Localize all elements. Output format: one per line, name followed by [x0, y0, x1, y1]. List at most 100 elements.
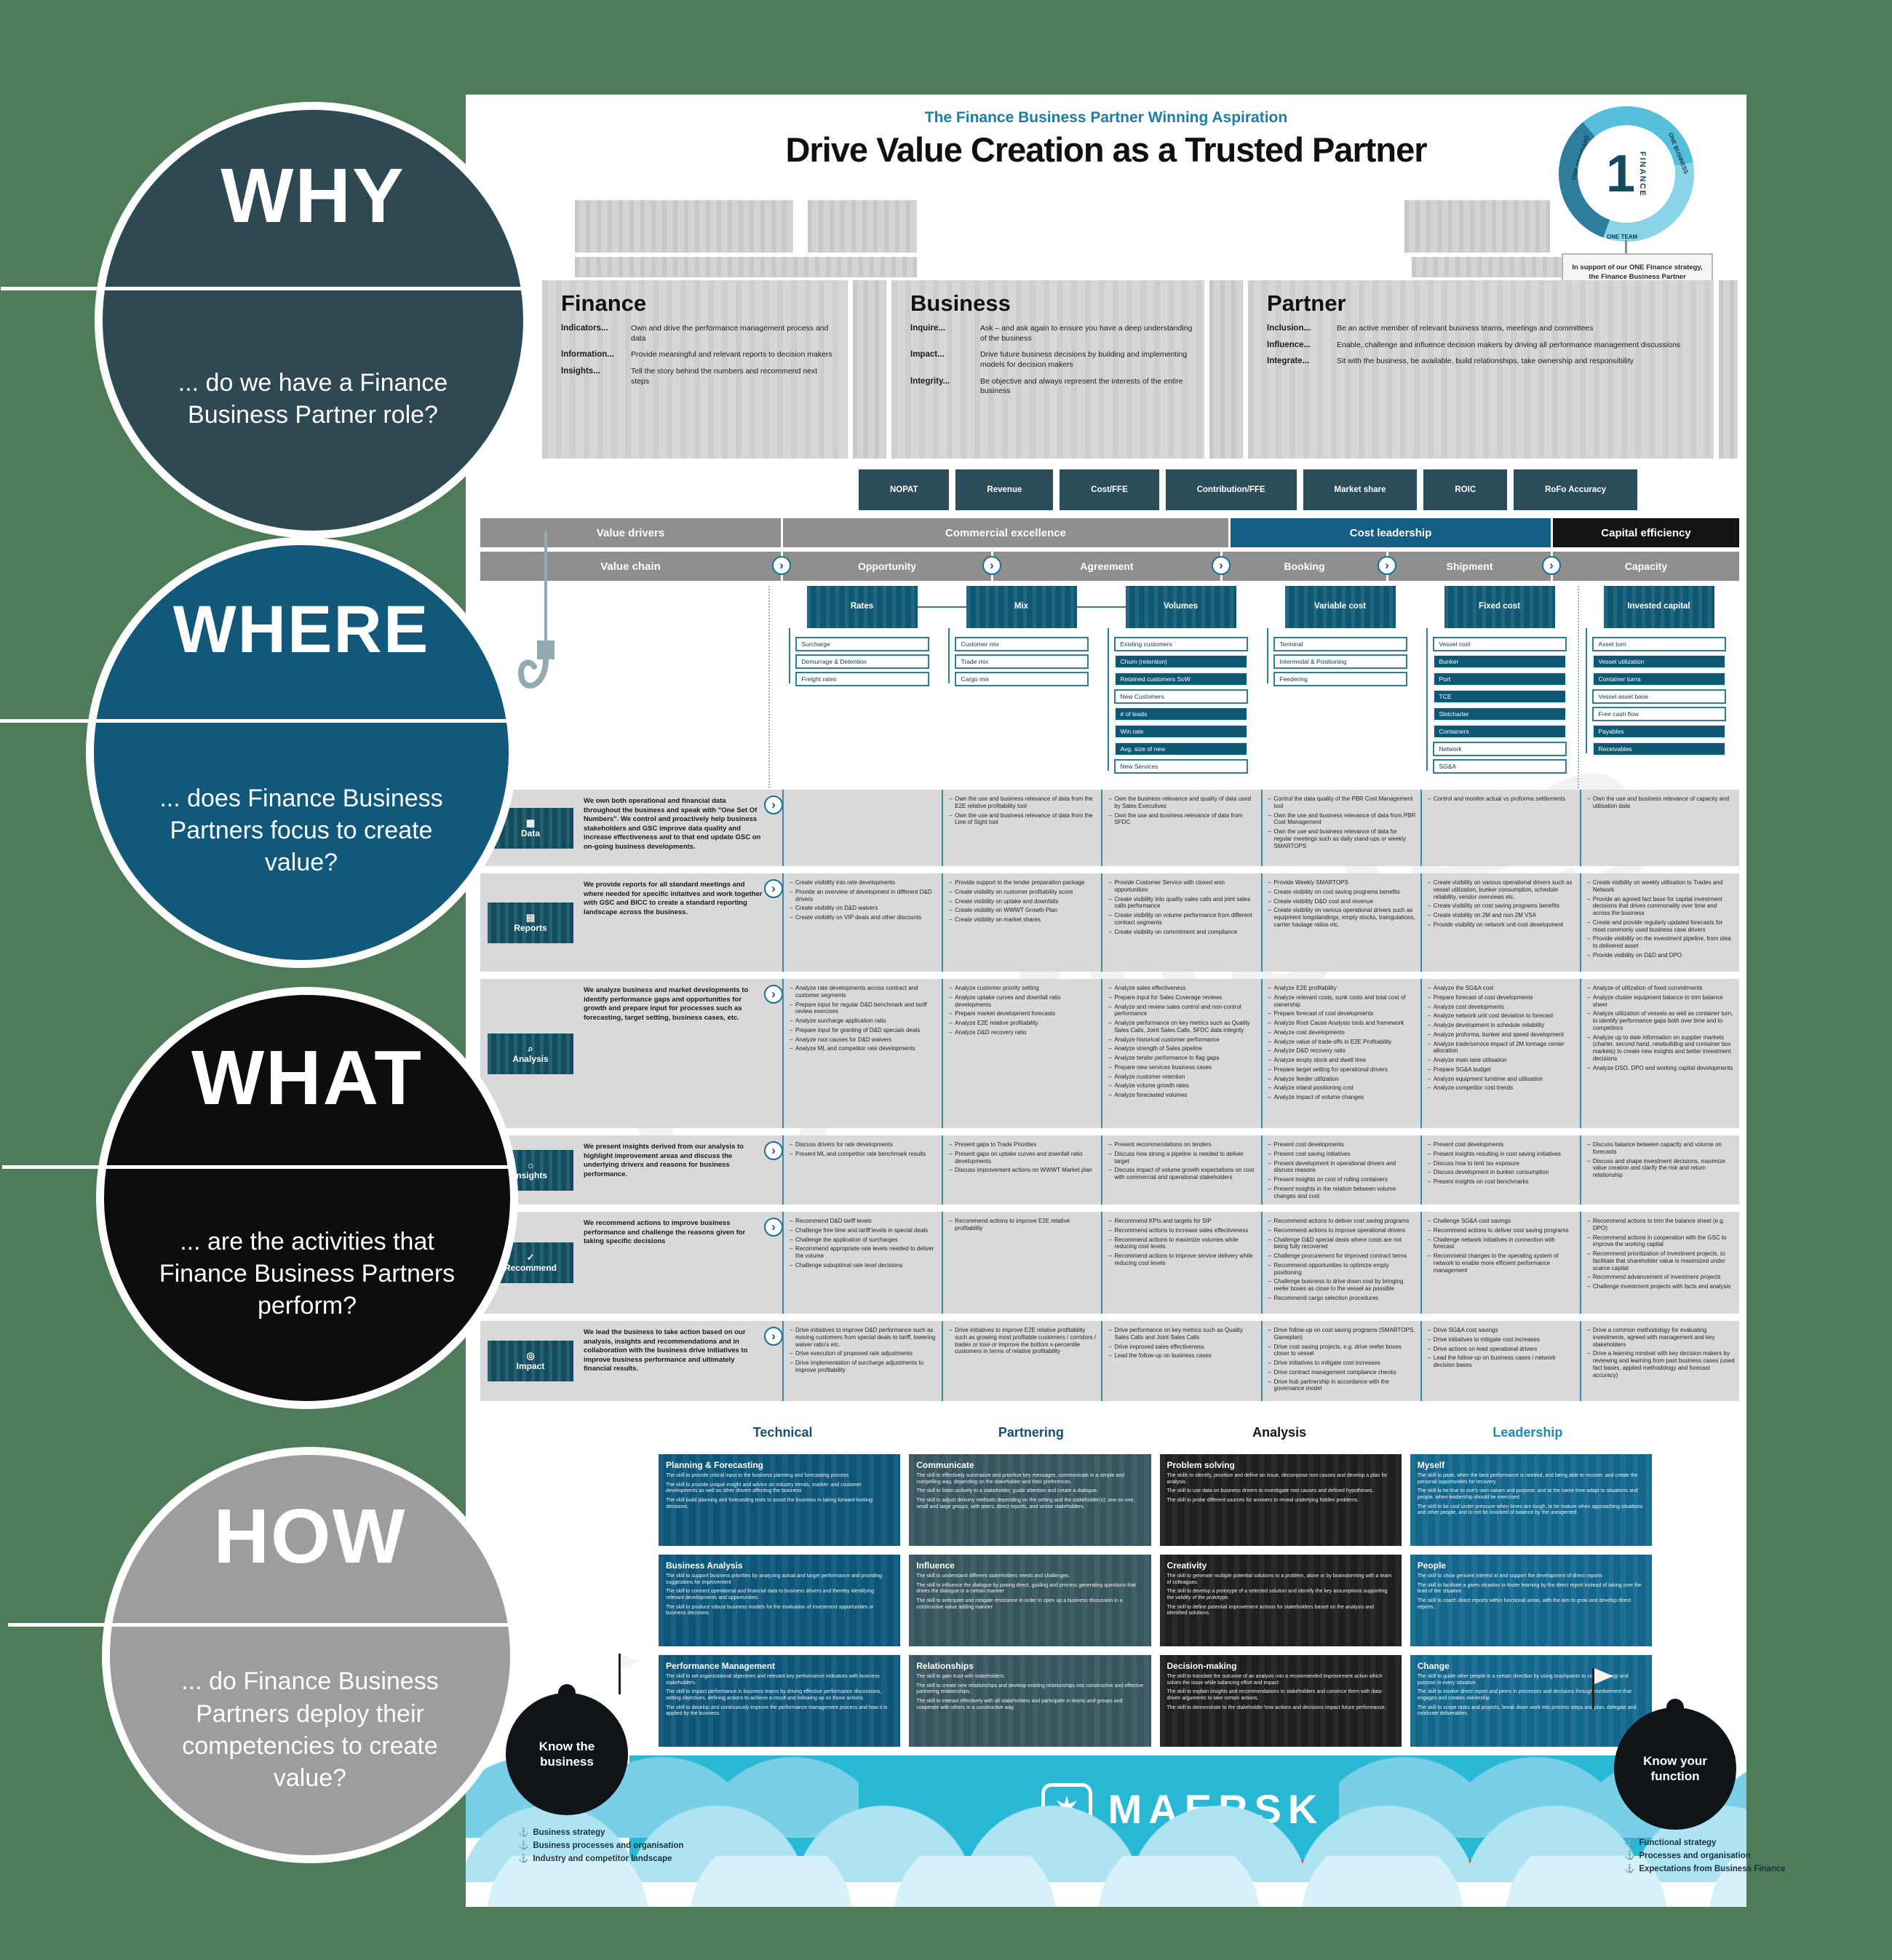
driver-box-label: Network [1439, 745, 1462, 753]
value-chain-stage-name: Capacity [1624, 560, 1668, 572]
competency-card: Influence The skill to understand differ… [909, 1555, 1151, 1646]
chevron-right-icon [764, 1327, 783, 1346]
value-drivers-label: Value drivers [480, 518, 781, 547]
activity-bullet: Analyze main lane utilisation [1428, 1057, 1575, 1064]
driver-column-header: Variable cost [1284, 586, 1396, 628]
flag-icon [1592, 1668, 1613, 1709]
activity-bullet: Create visibility into rate developments [790, 879, 937, 886]
activity-bullet: Analyze D&D recovery ratio [949, 1029, 1097, 1036]
activity-row-label: Data [520, 828, 540, 838]
activity-bullet: Present insights on cost benchmarks [1428, 1178, 1575, 1186]
container-deco [1404, 200, 1550, 253]
aspiration-item-text: Provide meaningful and relevant reports … [631, 350, 832, 360]
activity-bullet: Create visibility on various operational… [1428, 879, 1575, 900]
driver-column-header: Invested capital [1603, 586, 1714, 628]
chevron-right-icon [764, 1218, 783, 1237]
question-divider-line [8, 1623, 510, 1627]
anchor-icon: ⚓ [1624, 1838, 1635, 1847]
activity-bullet: Challenge SG&A cost savings [1428, 1218, 1575, 1225]
activity-bullet: Create visibility on uptake and downfall… [949, 898, 1097, 905]
activity-bullet: Analyze forecasted volumes [1108, 1092, 1256, 1099]
driver-box-label: Bunker [1439, 658, 1459, 665]
activity-bullet: Discuss how strong a pipeline is needed … [1108, 1151, 1256, 1165]
activity-bullet: Analyze and review sales control and non… [1108, 1004, 1256, 1018]
activity-bullet: Analyze DSO, DPO and working capital dev… [1587, 1065, 1735, 1072]
brand-name: MAERSK [1108, 1785, 1324, 1832]
badge-label: FINANCE [1638, 151, 1647, 197]
kpi-tag: RoFo Accuracy [1514, 469, 1637, 510]
driver-boxes: Existing customers Churn (retention) Ret… [1107, 628, 1248, 774]
competency-card-title: Relationships [916, 1661, 974, 1671]
driver-box: Win rate [1113, 724, 1248, 739]
container-deco [575, 257, 917, 277]
buoy-list-item: ⚓ Business strategy [518, 1828, 693, 1838]
activity-cell: Create visibility into rate developments… [782, 873, 942, 972]
competency-card: Performance Management The skill to set … [659, 1655, 901, 1747]
activity-bullet: Challenge network initiatives in connect… [1428, 1237, 1575, 1251]
competency-grid: Planning & Forecasting The skill to prov… [659, 1454, 1652, 1747]
anchor-icon: ⚓ [518, 1828, 529, 1837]
activity-bullet: Analyze the SG&A cost [1428, 985, 1575, 992]
anchor-icon: ⚓ [1624, 1851, 1635, 1860]
know-the-business-list: ⚓ Business strategy ⚓ Business processes… [518, 1828, 693, 1867]
question-divider-line [0, 719, 509, 723]
activity-cell: Challenge SG&A cost savingsRecommend act… [1420, 1212, 1580, 1314]
activity-bullet: Analyze performance on key metrics such … [1108, 1020, 1256, 1034]
competency-card-bullet: The skill to facilitate a given situatio… [1417, 1582, 1642, 1595]
competency-card-bullet: The skill to demonstrate to the stakehol… [1166, 1705, 1386, 1710]
activity-bullet: Drive initiatives to improve E2E relativ… [949, 1327, 1097, 1355]
competency-card: Problem solving The skills to identify, … [1159, 1454, 1402, 1546]
competency-card-bullet: The skill to be cool under pressure when… [1417, 1504, 1643, 1516]
activity-bullet: Lead the follow-up on business cases / n… [1428, 1354, 1575, 1369]
competency-card-bullet: The skill to define potential improvemen… [1166, 1604, 1374, 1616]
competency-group-header: Analysis [1252, 1425, 1307, 1440]
activity-bullet: Challenge procurement for improved contr… [1268, 1253, 1416, 1260]
buoy-list-item: ⚓ Business processes and organisation [518, 1841, 693, 1852]
activity-cell: Recommend actions to improve E2E relativ… [942, 1212, 1101, 1314]
poster-sheet: The Finance Business Partner Winning Asp… [466, 95, 1786, 1907]
activity-row-label: Analysis [512, 1053, 549, 1064]
driver-box: Bunker [1432, 654, 1567, 669]
value-driver-group-name: Cost leadership [1349, 526, 1432, 539]
activity-bullet: Create visibility on volume performance … [1108, 912, 1256, 927]
activity-row-label: Insights [513, 1170, 547, 1181]
activity-bullet: Analyze development in schedule reliabil… [1428, 1022, 1575, 1029]
aspiration-item-label: Information... [561, 350, 614, 360]
competency-card: Planning & Forecasting The skill to prov… [659, 1454, 901, 1546]
driver-box-label: New Services [1120, 763, 1158, 770]
activity-bullet: Analyze uptake curves and downfall ratio… [949, 994, 1097, 1009]
activity-cell: Drive follow-up on cost saving programs … [1260, 1321, 1420, 1401]
activity-bullet: Create visibility on various operational… [1268, 907, 1416, 928]
driver-box-label: Vessel cost [1439, 640, 1471, 648]
value-chain-stage: Shipment [1378, 552, 1551, 581]
activity-bullet: Drive follow-up on cost saving programs … [1268, 1327, 1416, 1341]
driver-box: New Services [1113, 759, 1248, 774]
competency-card-bullet: The skills to identify, prioritize and d… [1166, 1473, 1388, 1485]
question-word: WHERE [172, 592, 430, 667]
activity-cell: Own the use and business relevance of ca… [1579, 790, 1739, 866]
aspiration-item: Inclusion... Be an active member of rele… [1267, 324, 1714, 334]
activity-bullet: Analyze cluster equipment balance to tri… [1587, 994, 1735, 1009]
activity-cell: Present recommendations on tendersDiscus… [1101, 1135, 1260, 1205]
anchor-icon: ⚓ [518, 1841, 529, 1850]
activity-bullet: Drive cost saving projects, e.g. drive r… [1268, 1344, 1416, 1358]
activity-row-description: We recommend actions to improve business… [584, 1219, 746, 1246]
activity-bullet: Analyze feeder utilization [1268, 1076, 1416, 1083]
competency-card-bullet: The skill to coach direct reports within… [1417, 1598, 1631, 1610]
competency-card-bullet: The skill to translate the outcome of an… [1166, 1674, 1383, 1686]
activity-cells: Discuss drivers for rate developmentsPre… [782, 1135, 1739, 1205]
aspiration-section: Business Inquire... Ask – and ask again … [891, 280, 1204, 459]
activity-bullet: Challenge the application of surcharges [790, 1237, 937, 1244]
activity-cell: Drive initiatives to improve E2E relativ… [942, 1321, 1101, 1401]
competency-card-bullets: The skill to peak, when the best perform… [1418, 1473, 1645, 1517]
activity-bullet: Drive initiatives to improve D&D perform… [790, 1327, 937, 1348]
activity-bullet: Create visibility on customer profitabil… [949, 889, 1097, 896]
activity-bullet: Own the use and business relevance of da… [949, 795, 1097, 810]
activity-bullet: Drive a common methodology for evaluatin… [1587, 1327, 1735, 1348]
activity-row-icon: ◎ [526, 1350, 535, 1361]
activity-bullet: Analyze root causes for D&D waivers [790, 1036, 937, 1044]
activity-bullet: Recommend D&D tariff levels [790, 1218, 937, 1225]
aspiration-section: Finance Indicators... Own and drive the … [542, 280, 848, 459]
flag-icon [619, 1654, 640, 1694]
